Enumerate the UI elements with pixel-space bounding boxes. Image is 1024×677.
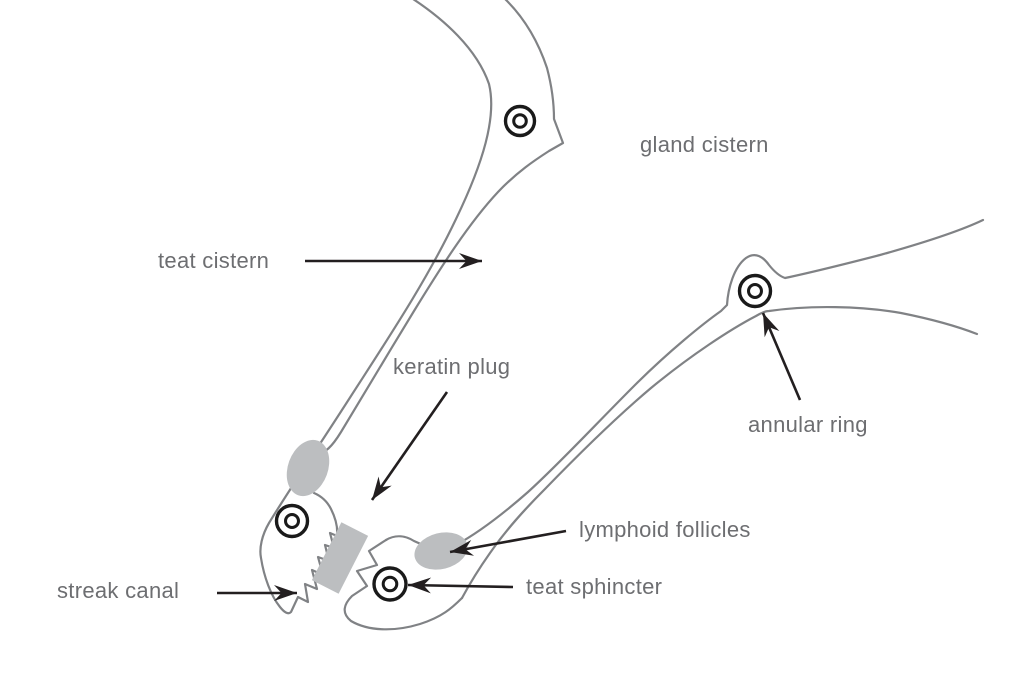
ring-inner — [284, 513, 300, 529]
ring-outer — [737, 273, 773, 309]
ring-symbol-teat-sphincter — [372, 566, 408, 602]
arrow-lymphoid-follicles — [449, 529, 567, 556]
label-teat-cistern: teat cistern — [158, 248, 270, 273]
teat-wall-left-inner — [315, 0, 565, 454]
arrow-teat-sphincter — [407, 577, 514, 594]
lymphoid-follicle-left — [286, 439, 330, 497]
ring-outer — [274, 503, 310, 539]
label-gland-cistern: gland cistern — [640, 132, 769, 157]
ring-inner — [381, 575, 399, 593]
label-teat-sphincter: teat sphincter — [526, 574, 663, 599]
arrow-annular-ring — [761, 312, 802, 401]
gland-duct-lower-wall — [460, 305, 979, 600]
ring-symbol-annular — [737, 273, 773, 309]
ring-symbol-teat-left — [503, 104, 537, 138]
ring-inner — [512, 113, 528, 129]
keratin-plug-shape — [311, 522, 369, 594]
ring-outer — [372, 566, 408, 602]
gland-duct-upper-wall — [454, 218, 985, 547]
teat-tip-right-outline — [343, 538, 464, 631]
ring-symbol-tip-left — [274, 503, 310, 539]
label-lymphoid-follicles: lymphoid follicles — [579, 517, 751, 542]
ring-outer — [503, 104, 537, 138]
ring-inner — [747, 283, 763, 299]
teat-tip-right-top-edge — [384, 535, 434, 551]
teat-wall-left-outer — [259, 0, 493, 615]
label-keratin-plug: keratin plug — [393, 354, 511, 379]
arrow-keratin-plug — [370, 391, 449, 501]
label-annular-ring: annular ring — [748, 412, 868, 437]
label-streak-canal: streak canal — [57, 578, 180, 603]
